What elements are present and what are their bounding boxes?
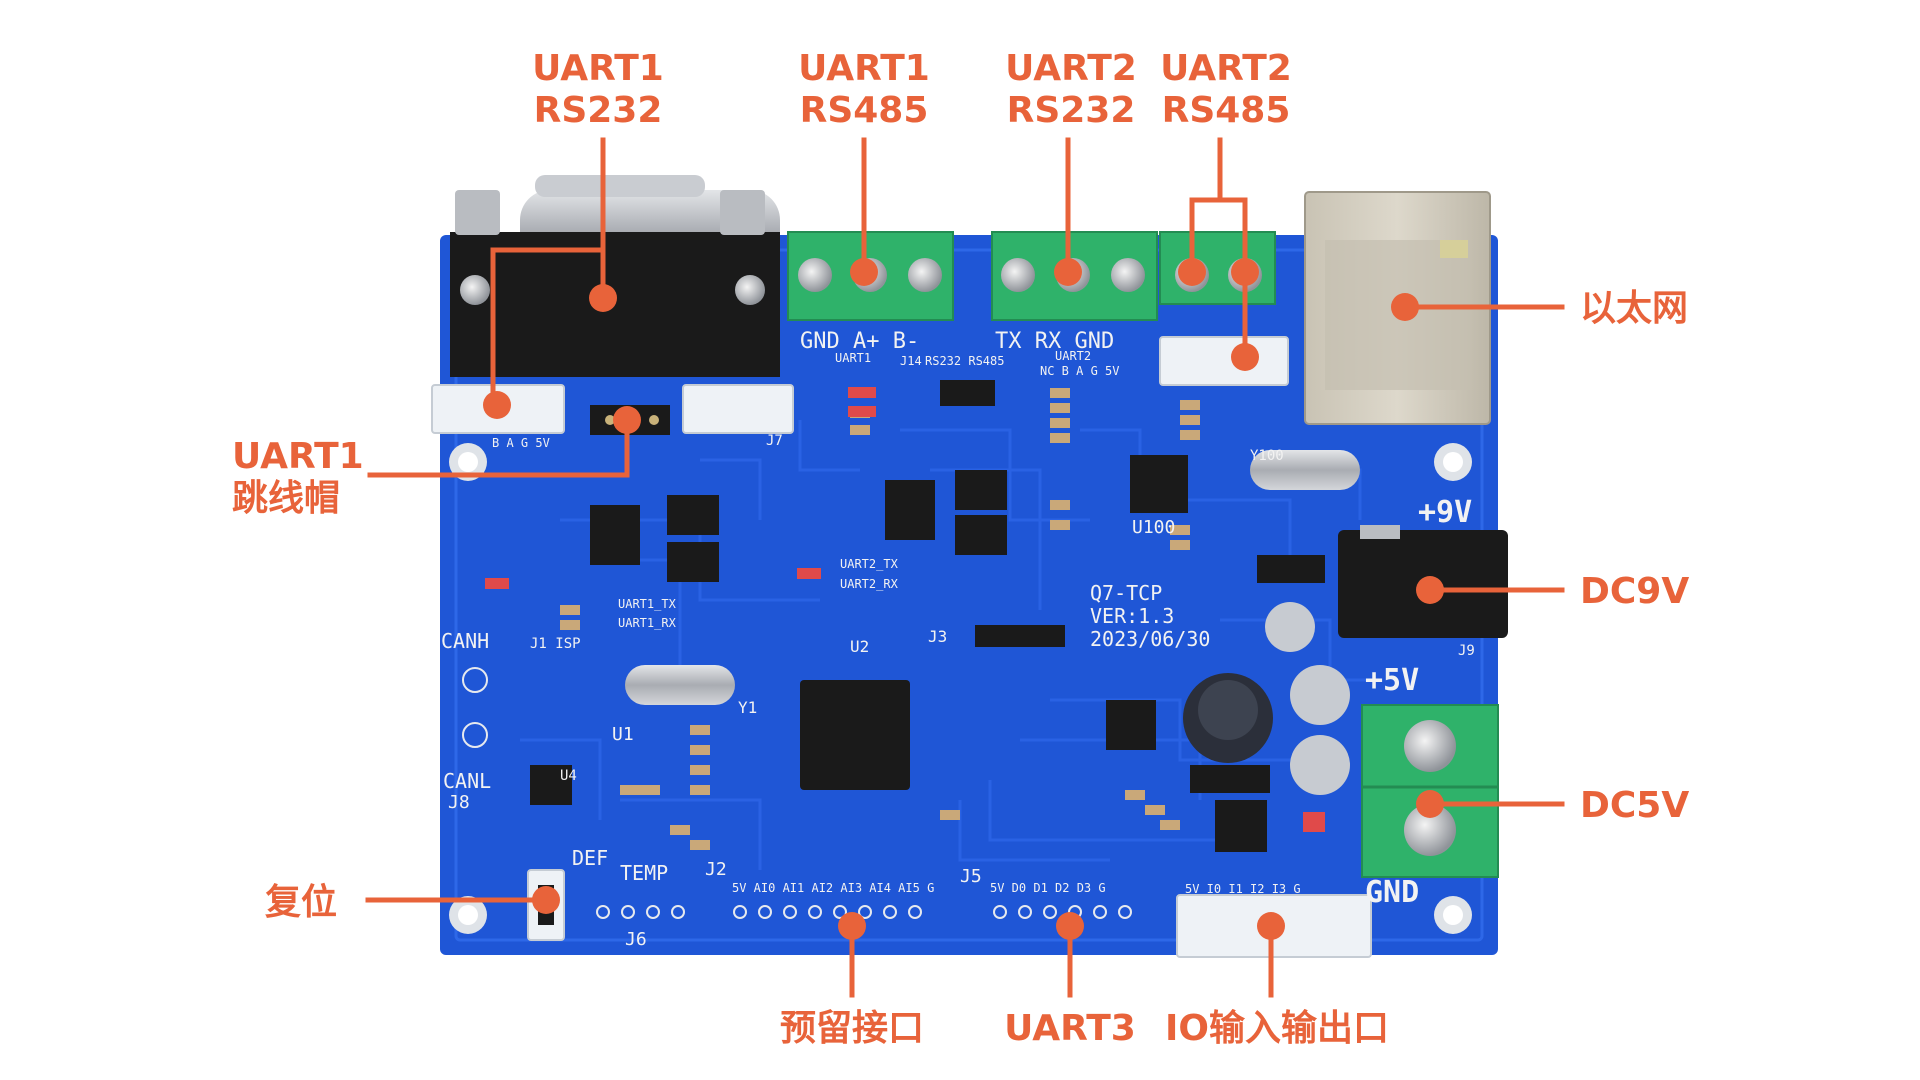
callout-labels: UART1 RS232 UART1 RS485 UART2 RS232 UART… bbox=[232, 48, 1689, 1049]
silk-board-name: Q7-TCP bbox=[1090, 581, 1162, 605]
silk-temp: TEMP bbox=[620, 861, 668, 885]
silk-term-left: GND A+ B- bbox=[800, 329, 919, 354]
silk-term-right: TX RX GND bbox=[995, 329, 1114, 354]
silk-j14: J14 bbox=[900, 354, 922, 368]
label-uart1-jumper-line2: 跳线帽 bbox=[232, 478, 340, 519]
ic-chips bbox=[530, 455, 1325, 852]
label-uart1-rs232-line1: UART1 bbox=[532, 48, 664, 89]
silk-gnd: GND bbox=[1365, 875, 1419, 910]
silk-y100: Y100 bbox=[1250, 448, 1284, 464]
label-uart2-rs232-line1: UART2 bbox=[1005, 48, 1137, 89]
silk-uart2-rx: UART2_RX bbox=[840, 577, 899, 591]
silk-j2: J2 bbox=[705, 859, 727, 880]
callout-dots bbox=[483, 258, 1444, 940]
silk-j5-pins: 5V D0 D1 D2 D3 G bbox=[990, 881, 1106, 895]
silk-io-pins: 5V I0 I1 I2 I3 G bbox=[1185, 882, 1301, 896]
silk-b-a-g-5v: B A G 5V bbox=[492, 436, 550, 450]
silk-plus9v: +9V bbox=[1418, 495, 1472, 530]
label-uart2-rs232-line2: RS232 bbox=[1007, 90, 1136, 131]
label-uart1-rs485-line2: RS485 bbox=[800, 90, 929, 131]
silk-u4: U4 bbox=[560, 768, 577, 784]
silk-uart2-small: UART2 bbox=[1055, 349, 1091, 363]
leds bbox=[485, 387, 1325, 832]
db9-connector bbox=[450, 175, 780, 377]
terminal-block-uart1-rs485 bbox=[787, 231, 954, 321]
silk-uart2-tx: UART2_TX bbox=[840, 557, 899, 571]
label-uart2-rs485-line2: RS485 bbox=[1162, 90, 1291, 131]
silk-date: 2023/06/30 bbox=[1090, 627, 1210, 651]
label-uart1-jumper-line1: UART1 bbox=[232, 436, 364, 477]
silk-j2-pins: 5V AI0 AI1 AI2 AI3 AI4 AI5 G bbox=[732, 881, 934, 895]
silk-plus5v: +5V bbox=[1365, 663, 1419, 698]
silk-u1: U1 bbox=[612, 724, 634, 745]
silk-uart1-tx: UART1_TX bbox=[618, 597, 677, 611]
mounting-holes bbox=[449, 443, 1472, 934]
silk-version: VER:1.3 bbox=[1090, 604, 1174, 628]
label-dc5v: DC5V bbox=[1580, 785, 1689, 826]
silk-canl: CANL bbox=[443, 769, 491, 793]
silk-canh: CANH bbox=[441, 629, 489, 653]
pcb-traces bbox=[520, 420, 1380, 870]
label-uart1-rs232-line2: RS232 bbox=[534, 90, 663, 131]
silkscreen: GND A+ B- TX RX GND RS232 RS485 UART1 J1… bbox=[441, 329, 1475, 950]
electrolytic-capacitors bbox=[1183, 602, 1350, 795]
pin-headers bbox=[462, 380, 1132, 919]
silk-j8: J8 bbox=[448, 792, 470, 813]
silk-j3: J3 bbox=[928, 627, 947, 646]
silk-uart1-small: UART1 bbox=[835, 351, 871, 365]
silk-j5: J5 bbox=[960, 866, 982, 887]
silk-nc-b-a-g-5v: NC B A G 5V bbox=[1040, 364, 1119, 378]
silk-rs232-rs485: RS232 RS485 bbox=[925, 354, 1004, 368]
label-io-port: IO输入输出口 bbox=[1165, 1008, 1389, 1049]
mcu-chip bbox=[800, 680, 910, 790]
label-uart3: UART3 bbox=[1004, 1008, 1136, 1049]
silk-u100: U100 bbox=[1132, 517, 1175, 538]
label-reserved-port: 预留接口 bbox=[780, 1008, 924, 1049]
label-uart1-rs485-line1: UART1 bbox=[798, 48, 930, 89]
silk-j6: J6 bbox=[625, 929, 647, 950]
silk-u2: U2 bbox=[850, 637, 869, 656]
label-reset: 复位 bbox=[265, 882, 337, 923]
silk-def: DEF bbox=[572, 846, 608, 870]
silk-j7: J7 bbox=[766, 433, 783, 449]
silk-y1: Y1 bbox=[738, 698, 757, 717]
callout-line-uart1-rs232-extra bbox=[490, 247, 603, 405]
label-dc9v: DC9V bbox=[1580, 571, 1689, 612]
smd-components bbox=[560, 388, 1200, 850]
crystals bbox=[625, 450, 1360, 705]
label-uart2-rs485-line1: UART2 bbox=[1160, 48, 1292, 89]
silk-j1-isp: J1 ISP bbox=[530, 636, 581, 652]
silk-uart1-rx: UART1_RX bbox=[618, 616, 677, 630]
label-ethernet: 以太网 bbox=[1580, 288, 1688, 329]
silk-j9: J9 bbox=[1458, 643, 1475, 659]
